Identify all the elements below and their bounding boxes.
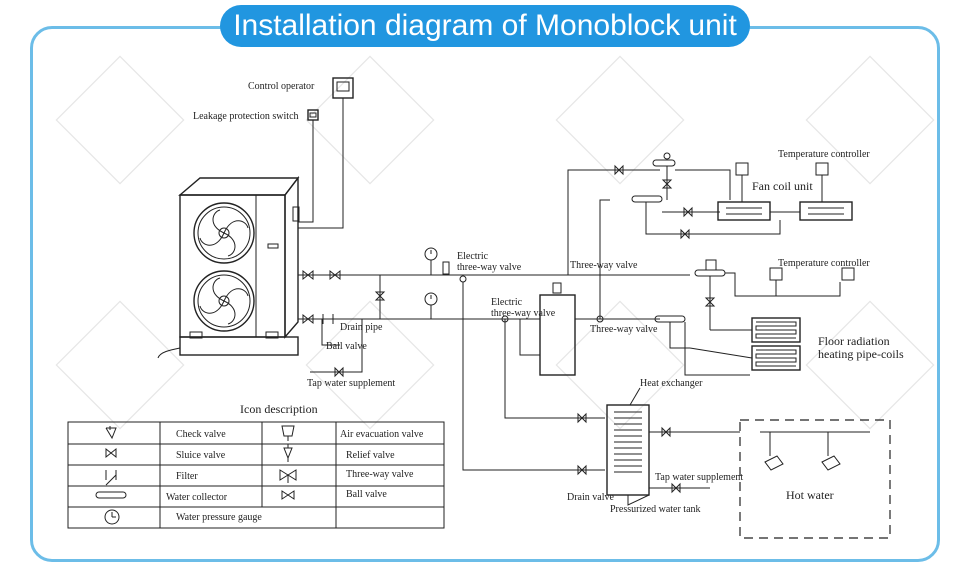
hot-water-label: Hot water: [786, 488, 834, 502]
three-way-valve-icon: [279, 469, 297, 483]
pressurized-tank-label: Pressurized water tank: [610, 504, 701, 515]
hot-water-zone: [739, 419, 891, 539]
leakage-switch-label: Leakage protection switch: [193, 111, 299, 122]
fan-coil-unit-1: [717, 201, 771, 221]
floor-coil-2: [751, 345, 801, 371]
legend-row-3-left: Filter: [176, 471, 198, 482]
legend-row-5-left: Water pressure gauge: [176, 512, 262, 523]
electric-valve-2b-label: three-way valve: [491, 308, 556, 319]
pressure-gauge-icon: [424, 292, 438, 319]
fan-icon: [193, 202, 255, 264]
water-collector-floor: [654, 259, 726, 323]
filter-icon: [105, 470, 117, 486]
tap-supplement-2-label: Tap water supplement: [655, 472, 743, 483]
pressurized-water-tank: [606, 404, 650, 496]
diagram-title: Installation diagram of Monoblock unit: [220, 5, 750, 47]
drain-valve-label: Drain valve: [567, 492, 614, 503]
leakage-protection-switch: Leakage protection switch: [193, 109, 319, 122]
legend-row-2-right: Relief valve: [346, 450, 395, 461]
three-way-top-label: Three-way valve: [570, 260, 638, 271]
floor-radiation-label: Floor radiation: [818, 334, 890, 348]
tap-supplement-1-label: Tap water supplement: [307, 378, 395, 389]
legend-row-4-right: Ball valve: [346, 489, 387, 500]
ball-valve-label: Ball valve: [326, 341, 367, 352]
water-collector-top: [631, 152, 676, 203]
water-collector-icon: [95, 491, 127, 499]
monoblock-unit: [157, 175, 300, 359]
sluice-valve-icon: [105, 447, 117, 459]
fan-coil-label: Fan coil unit: [752, 179, 813, 193]
heat-exchanger-label: Heat exchanger: [640, 378, 703, 389]
legend-row-2-left: Sluice valve: [176, 450, 226, 461]
return-pipe: [298, 313, 660, 325]
floor-coil-1: [751, 317, 801, 343]
electric-valve-1-label: Electric: [457, 251, 489, 262]
fan-coil-unit-2: [799, 201, 853, 221]
floor-heating-label: heating pipe-coils: [818, 347, 904, 361]
legend-row-3-right: Three-way valve: [346, 469, 414, 480]
ball-valve-icon: [281, 490, 295, 500]
legend-row-1-left: Check valve: [176, 429, 226, 440]
watermark-pattern: [55, 55, 935, 430]
control-operator: Control operator: [248, 77, 354, 99]
temp-controller-1-label: Temperature controller: [778, 149, 870, 160]
pressure-gauge-icon: [104, 509, 120, 525]
temp-controller-2-label: Temperature controller: [778, 258, 870, 269]
electric-valve-1b-label: three-way valve: [457, 262, 522, 273]
control-operator-label: Control operator: [248, 81, 315, 92]
three-way-mid-label: Three-way valve: [590, 324, 658, 335]
buffer-tank: [539, 282, 576, 376]
electric-valve-2-label: Electric: [491, 297, 523, 308]
pressure-gauge-icon: [424, 247, 438, 275]
legend-row-1-right: Air evacuation valve: [340, 429, 424, 440]
icon-legend: Icon description: [67, 402, 445, 529]
air-evacuation-valve-icon: [281, 425, 295, 441]
relief-valve-icon: [283, 444, 293, 462]
fan-icon: [193, 270, 255, 332]
supply-pipe: [298, 269, 690, 281]
legend-row-4-left: Water collector: [166, 492, 228, 503]
check-valve-icon: [105, 426, 117, 440]
legend-title: Icon description: [240, 402, 318, 416]
